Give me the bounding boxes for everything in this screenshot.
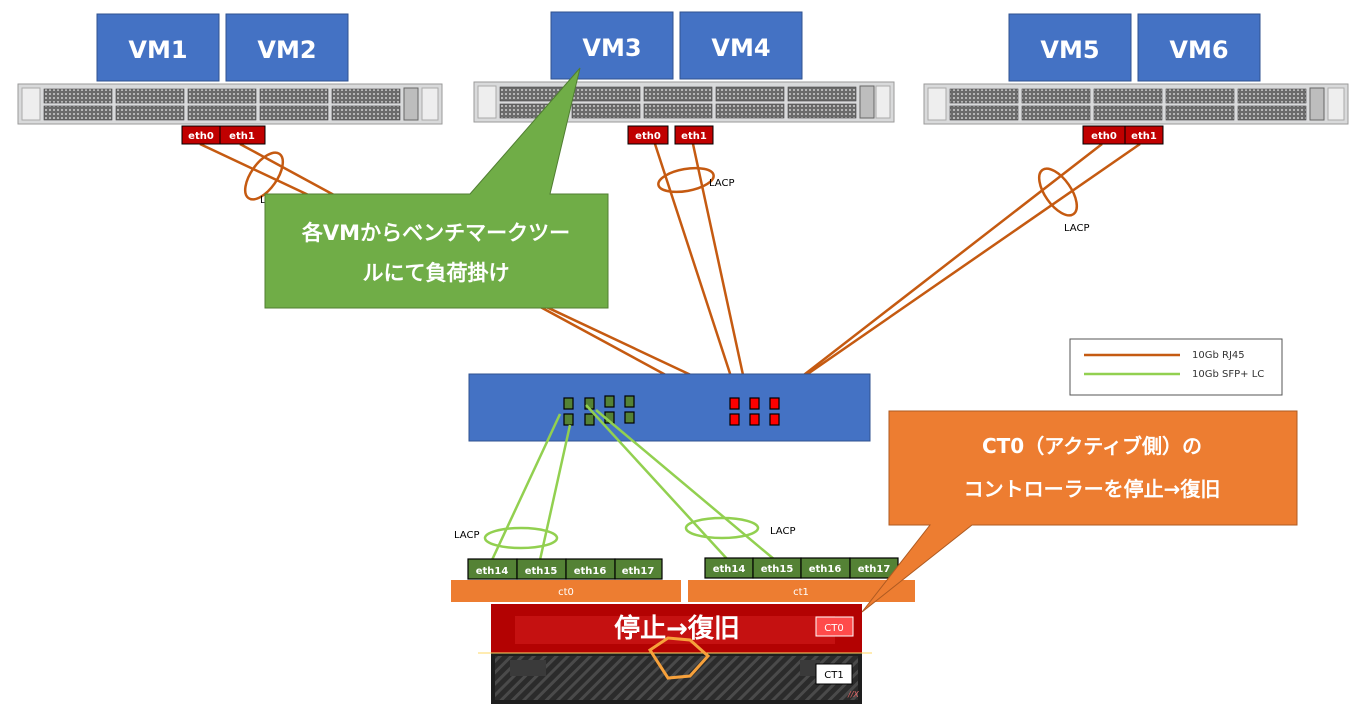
lacp-ring-ct1 [684, 516, 760, 540]
vm-box-5: VM5 [1008, 13, 1132, 82]
nic-label: eth0 [1091, 131, 1117, 142]
svg-text:eth15: eth15 [761, 564, 794, 575]
nic-label: eth0 [635, 131, 661, 142]
ct1-badge [815, 663, 853, 685]
nic-label: eth1 [229, 131, 255, 142]
switch-rj45-ports [729, 397, 780, 426]
vm-label-2: VM2 [257, 36, 316, 64]
vm-label-1: VM1 [128, 36, 187, 64]
vm-box-1: VM1 [96, 13, 220, 82]
callout-benchmark-line2: ルにて負荷掛け [363, 261, 510, 285]
ct1-bar: ct1 [688, 580, 915, 602]
svg-text:eth14: eth14 [476, 566, 509, 577]
lacp-label-ct1: LACP [770, 526, 795, 537]
svg-text:eth17: eth17 [858, 564, 891, 575]
svg-text:ct1: ct1 [793, 587, 809, 598]
server-3 [923, 83, 1349, 125]
vm-label-3: VM3 [582, 34, 641, 62]
host-2-nics: eth0 eth1 [627, 125, 714, 145]
host-1-nics: eth0 eth1 [181, 125, 266, 145]
lacp-ring-host-1 [243, 151, 285, 201]
lacp-ring-ct0 [483, 526, 559, 550]
svg-text:eth16: eth16 [809, 564, 842, 575]
ct0-ports: eth14 eth15 eth16 eth17 [467, 558, 663, 580]
vm-label-4: VM4 [711, 34, 770, 62]
ct0-badge [815, 616, 854, 637]
lacp-label-host-3: LACP [1064, 223, 1089, 234]
svg-text:CT1: CT1 [824, 670, 843, 681]
nic-label: eth1 [681, 131, 707, 142]
switch-sfp-ports [563, 395, 635, 426]
lacp-label-ct0: LACP [454, 530, 479, 541]
lacp-label-host-2: LACP [709, 178, 734, 189]
nic-label: eth1 [1131, 131, 1157, 142]
vm-box-6: VM6 [1137, 13, 1261, 82]
legend: 10Gb RJ45 10Gb SFP+ LC [1069, 338, 1283, 396]
server-1 [17, 83, 443, 125]
svg-text:eth17: eth17 [622, 566, 655, 577]
vm-box-2: VM2 [225, 13, 349, 82]
svg-text:ct0: ct0 [558, 587, 574, 598]
network-switch [468, 373, 871, 442]
callout-benchmark-line1: 各VMからベンチマークツー [301, 221, 570, 245]
svg-text:CT0: CT0 [824, 623, 843, 634]
storage-array: 停止→復旧 CT0 CT1 //X [478, 604, 872, 704]
stop-restore-label: 停止→復旧 [614, 613, 740, 644]
vm-label-5: VM5 [1040, 36, 1099, 64]
callout-controller-line1: CT0（アクティブ側）の [982, 434, 1202, 458]
callout-controller-line2: コントローラーを停止→復旧 [964, 477, 1221, 501]
legend-label-sfp: 10Gb SFP+ LC [1192, 369, 1264, 380]
callout-benchmark: 各VMからベンチマークツー ルにて負荷掛け [264, 67, 609, 309]
svg-text:eth16: eth16 [574, 566, 607, 577]
svg-text:eth14: eth14 [713, 564, 746, 575]
nic-label: eth0 [188, 131, 214, 142]
svg-text:eth15: eth15 [525, 566, 558, 577]
host-3-nics: eth0 eth1 [1082, 125, 1164, 145]
ct1-ports: eth14 eth15 eth16 eth17 [704, 557, 899, 579]
vm-box-4: VM4 [679, 11, 803, 80]
callout-controller: CT0（アクティブ側）の コントローラーを停止→復旧 [861, 410, 1298, 613]
ct0-bar: ct0 [451, 580, 681, 602]
lacp-ring-host-3 [1037, 167, 1079, 217]
server-2 [473, 81, 895, 123]
vm-label-6: VM6 [1169, 36, 1228, 64]
vm-box-3: VM3 [550, 11, 674, 80]
lacp-ring-host-2 [657, 166, 715, 194]
legend-label-rj45: 10Gb RJ45 [1192, 350, 1245, 361]
svg-text://X: //X [847, 690, 859, 699]
